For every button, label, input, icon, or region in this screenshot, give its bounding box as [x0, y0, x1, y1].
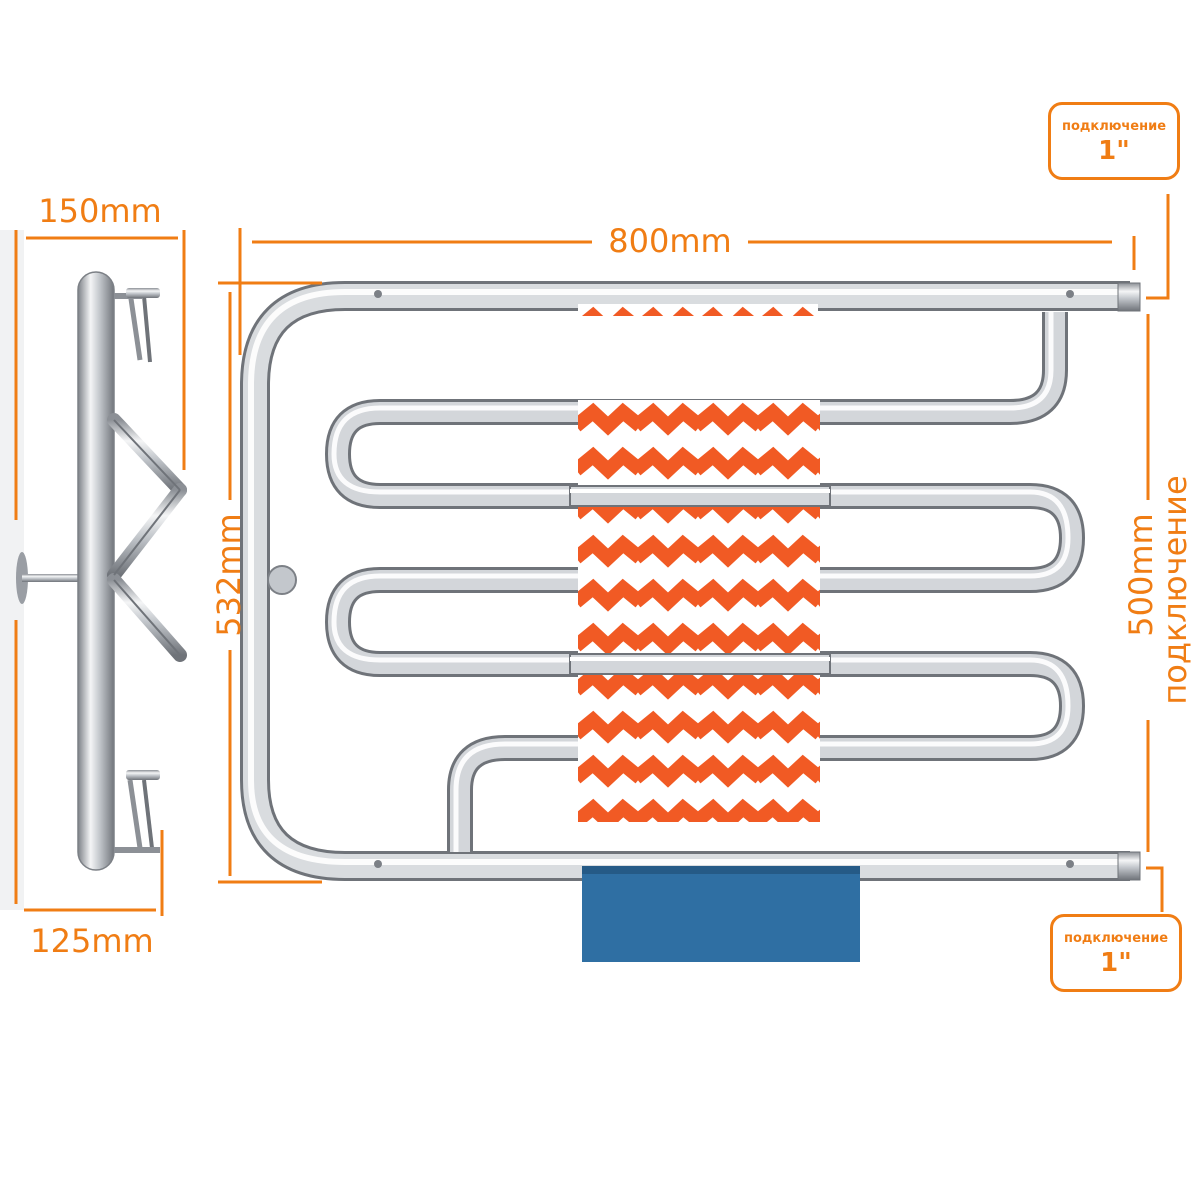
connection-label: подключение: [1061, 119, 1167, 134]
connection-label: подключение: [1063, 931, 1169, 946]
side-view: [0, 230, 187, 910]
towel-blue: [582, 866, 860, 962]
connection-size: 1": [1098, 136, 1130, 166]
dim-connection-distance-label: подключение: [1156, 475, 1194, 704]
towel-orange: [569, 304, 831, 822]
connection-size: 1": [1100, 948, 1132, 978]
wall-mount-rod: [22, 574, 84, 582]
connection-callout-top: подключение 1": [1048, 102, 1180, 180]
dimension-lines: [14, 194, 1170, 916]
towel-blue-body: [582, 866, 860, 962]
towel-orange-top-strip: [578, 304, 818, 316]
dim-width: 800mm: [608, 222, 731, 260]
dim-height: 532mm: [210, 513, 248, 636]
dim-connection-distance: 500mm: [1122, 513, 1160, 636]
connection-stub-bottom: [1117, 851, 1141, 881]
connection-callout-bottom: подключение 1": [1050, 914, 1182, 992]
connection-stub-top: [1117, 282, 1141, 312]
dim-side-depth-top: 150mm: [38, 192, 161, 230]
dim-side-depth-bottom: 125mm: [30, 922, 153, 960]
wall-mount-boss: [267, 565, 297, 595]
towel-orange-body: [578, 400, 820, 822]
front-view-rail: [240, 281, 1141, 881]
